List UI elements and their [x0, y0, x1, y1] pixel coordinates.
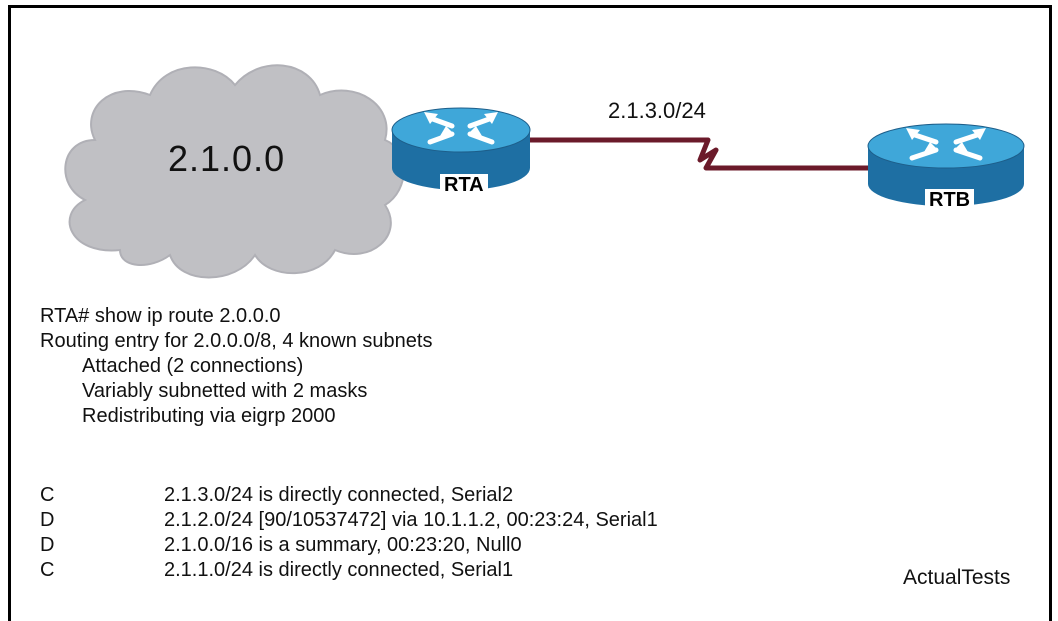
network-diagram	[64, 64, 1025, 279]
cli-detail: Variably subnetted with 2 masks	[82, 380, 368, 402]
route-code: C	[40, 484, 55, 506]
serial-link	[530, 137, 880, 171]
cloud-network-label: 2.1.0.0	[168, 138, 286, 179]
cli-command: RTA# show ip route 2.0.0.0	[40, 305, 281, 327]
figure-frame	[8, 5, 1052, 621]
cli-detail: Attached (2 connections)	[82, 355, 304, 377]
route-code: D	[40, 534, 55, 556]
router-rtb-icon	[867, 123, 1025, 206]
route-text: 2.1.2.0/24 [90/10537472] via 10.1.1.2, 0…	[164, 509, 658, 531]
network-cloud	[64, 64, 405, 279]
route-row: C 2.1.3.0/24 is directly connected, Seri…	[40, 483, 658, 508]
cli-output: RTA# show ip route 2.0.0.0 Routing entry…	[40, 304, 432, 429]
route-text: 2.1.0.0/16 is a summary, 00:23:20, Null0	[164, 534, 522, 556]
route-text: 2.1.3.0/24 is directly connected, Serial…	[164, 484, 514, 506]
route-row: D 2.1.2.0/24 [90/10537472] via 10.1.1.2,…	[40, 508, 658, 533]
route-code: D	[40, 509, 55, 531]
router-rtb-label: RTB	[925, 189, 975, 211]
route-row: D 2.1.0.0/16 is a summary, 00:23:20, Nul…	[40, 533, 658, 558]
route-table: C 2.1.3.0/24 is directly connected, Seri…	[40, 483, 658, 583]
route-text: 2.1.1.0/24 is directly connected, Serial…	[164, 559, 514, 581]
serial-link-label: 2.1.3.0/24	[608, 98, 706, 123]
route-code: C	[40, 559, 55, 581]
router-rta-icon	[391, 107, 531, 190]
cli-detail: Redistributing via eigrp 2000	[82, 405, 336, 427]
watermark: ActualTests	[903, 566, 1011, 589]
cli-routing-entry: Routing entry for 2.0.0.0/8, 4 known sub…	[40, 330, 433, 352]
router-rta-label: RTA	[440, 174, 488, 196]
route-row: C 2.1.1.0/24 is directly connected, Seri…	[40, 558, 658, 583]
